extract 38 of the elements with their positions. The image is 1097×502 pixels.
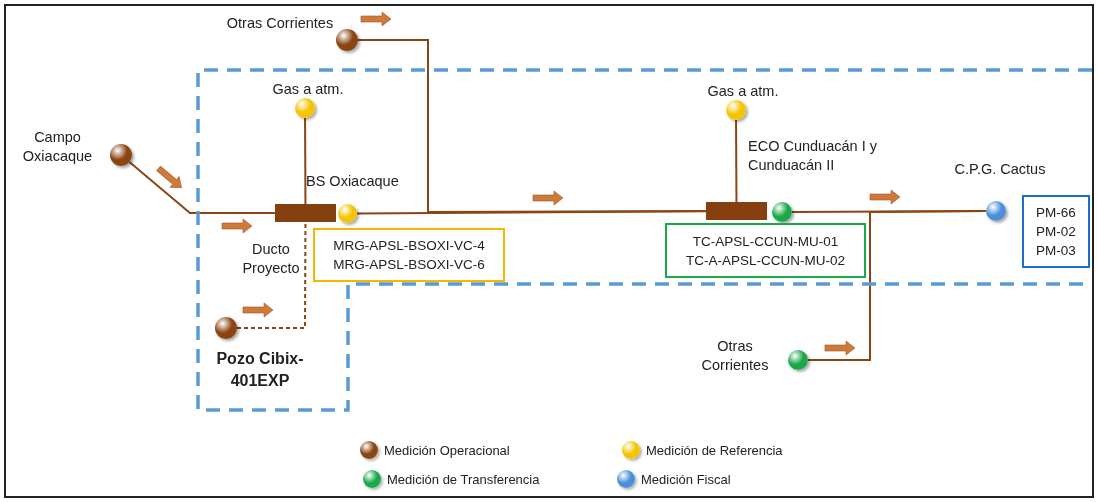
stream-label: Otras Corrientes bbox=[225, 14, 335, 33]
pipeline-line bbox=[128, 161, 276, 214]
tag-code: MRG-APSL-BSOXI-VC-6 bbox=[333, 256, 485, 274]
tag-code: PM-66 bbox=[1036, 204, 1076, 222]
pipeline-line bbox=[236, 221, 307, 329]
tag-code: TC-A-APSL-CCUN-MU-02 bbox=[686, 251, 845, 270]
tag-code: PM-02 bbox=[1036, 223, 1076, 241]
legend-label: Medición Fiscal bbox=[641, 471, 731, 489]
pipeline-line bbox=[304, 117, 307, 205]
tag-code: MRG-APSL-BSOXI-VC-4 bbox=[333, 237, 485, 255]
legend-label: Medición de Transferencia bbox=[387, 471, 540, 489]
tag-list-box bbox=[313, 228, 505, 282]
stream-label: Otras Corrientes bbox=[700, 337, 770, 375]
meter-ball bbox=[110, 144, 132, 166]
meter-ball bbox=[215, 317, 237, 339]
stream-label: BS Oxiacaque bbox=[306, 172, 400, 191]
tag-code: TC-APSL-CCUN-MU-01 bbox=[692, 232, 839, 251]
legend-label: Medición de Referencia bbox=[646, 442, 783, 460]
station-bar bbox=[706, 202, 767, 220]
tag-code: PM-03 bbox=[1036, 242, 1076, 260]
stream-label: C.P.G. Cactus bbox=[953, 160, 1047, 179]
stream-label: Pozo Cibix-401EXP bbox=[215, 349, 305, 391]
meter-ball bbox=[986, 201, 1006, 221]
meter-ball bbox=[772, 202, 792, 222]
pipeline-line bbox=[357, 39, 707, 213]
stream-label: Campo Oxiacaque bbox=[21, 128, 94, 166]
meter-ball bbox=[336, 29, 358, 51]
legend-label: Medición Operacional bbox=[384, 442, 510, 460]
pipeline-line bbox=[735, 119, 738, 203]
station-bar bbox=[275, 204, 336, 222]
meter-ball bbox=[338, 204, 357, 223]
tag-list-box bbox=[665, 223, 866, 278]
tag-list-box bbox=[1022, 195, 1090, 268]
stream-label: ECO Cunduacán I y Cunduacán II bbox=[748, 137, 878, 175]
meter-ball bbox=[726, 100, 746, 120]
stream-label: Gas a atm. bbox=[271, 80, 345, 99]
meter-ball bbox=[295, 98, 315, 118]
stream-label: Gas a atm. bbox=[706, 82, 780, 101]
